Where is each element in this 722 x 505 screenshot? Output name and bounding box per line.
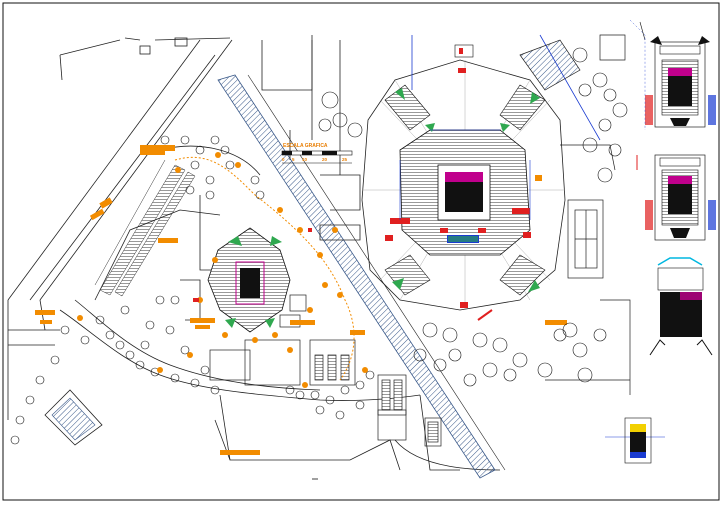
scale-bar: ESCALA GRAFICA 0 5 10 20 25 — [281, 143, 353, 164]
highway-band — [217, 74, 506, 479]
main-arena — [361, 34, 601, 321]
detail-view-2 — [636, 154, 716, 241]
site-red-markers — [193, 228, 312, 302]
bottom-left-plaza — [44, 389, 103, 446]
detail-view-1 — [629, 19, 716, 130]
scale-bar-title: ESCALA GRAFICA — [283, 143, 328, 149]
trees-left — [10, 135, 375, 445]
site-annotations — [35, 145, 567, 455]
scale-tick-0: 0 — [282, 157, 285, 162]
scale-tick-4: 25 — [342, 157, 348, 162]
left-site-roads — [7, 37, 233, 420]
trees-right — [318, 47, 628, 387]
scale-tick-2: 10 — [302, 157, 308, 162]
site-path — [174, 156, 355, 381]
scale-tick-1: 5 — [292, 157, 295, 162]
right-structures — [519, 34, 631, 395]
small-arena — [207, 227, 291, 333]
parking-lot — [94, 159, 196, 297]
detail-view-4 — [605, 417, 665, 464]
detail-view-3 — [649, 257, 713, 356]
site-buildings — [209, 294, 442, 447]
scale-tick-3: 20 — [322, 157, 328, 162]
